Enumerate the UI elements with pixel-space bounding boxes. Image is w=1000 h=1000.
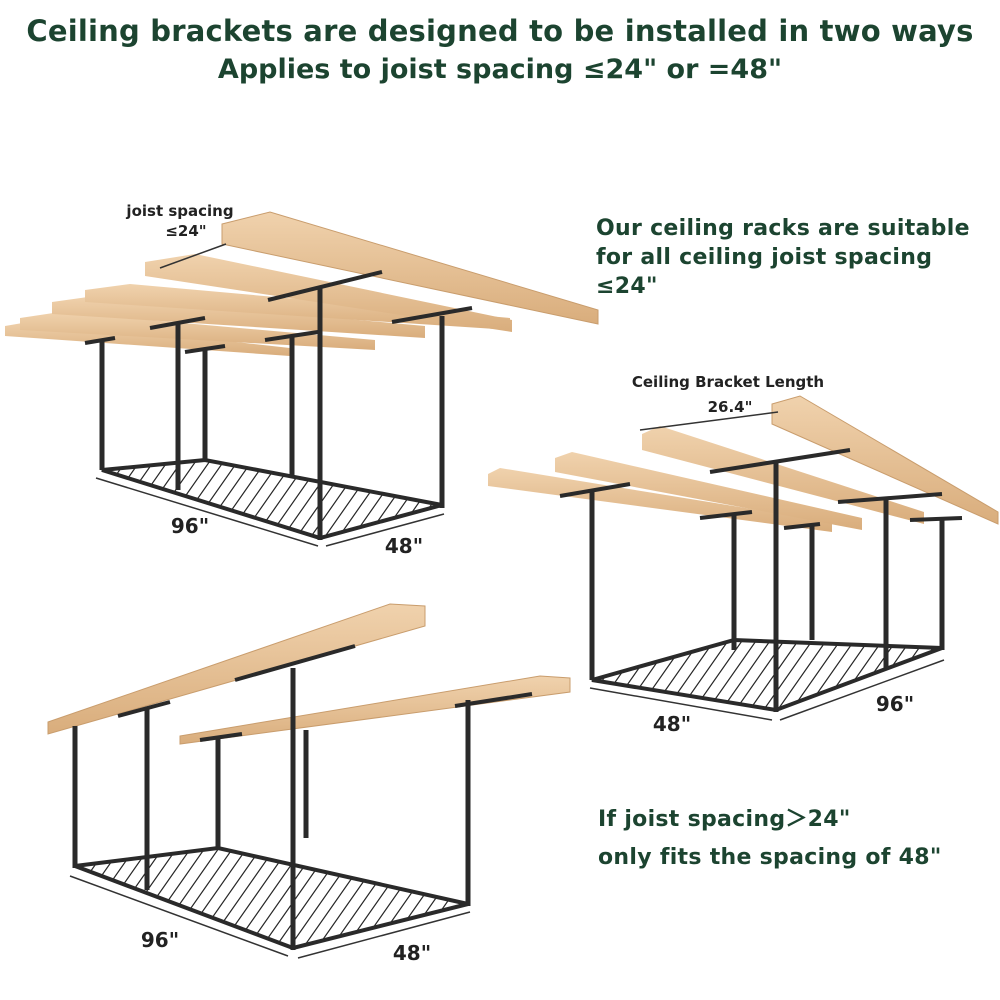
page-title: Ceiling brackets are designed to be inst… [26,14,974,48]
wide-spacing-note-line1: If joist spacing＞24" [598,807,851,832]
suitable-note-line2: for all ceiling joist spacing ≤24" [596,245,933,299]
joist-spacing-label: joist spacing [125,202,233,220]
rack-right: Ceiling Bracket Length 26.4" 48" 96" [488,373,999,736]
width-label-right: 48" [653,712,691,736]
brackets-right [559,448,963,530]
wide-spacing-note: If joist spacing＞24" only fits the spaci… [598,801,942,877]
suitable-note: Our ceiling racks are suitable for all c… [596,214,1000,301]
rack-bottom-left: 96" 48" [47,603,571,965]
brackets-bottom-left [117,644,533,742]
width-label-top-left: 48" [385,534,423,558]
dimensions-bottom-left [69,875,471,959]
length-label-top-left: 96" [171,514,209,538]
platform-right [591,637,943,713]
dimensions-right [589,411,945,721]
page-subtitle: Applies to joist spacing ≤24" or =48" [217,54,783,85]
platform-top-left [101,457,443,541]
joist-spacing-value: ≤24" [165,222,206,240]
suitable-note-line1: Our ceiling racks are suitable [596,216,970,241]
length-label-bottom-left: 96" [141,928,179,952]
joists-bottom-left [47,603,571,745]
rack-top-left: joist spacing ≤24" 96" 48" [5,202,599,558]
length-label-right: 96" [876,692,914,716]
bracket-length-value: 26.4" [708,398,753,416]
dimensions-top-left [95,243,445,547]
width-label-bottom-left: 48" [393,941,431,965]
platform-bottom-left [74,845,469,951]
bracket-length-label: Ceiling Bracket Length [632,373,824,391]
wide-spacing-note-line2: only fits the spacing of 48" [598,845,942,870]
